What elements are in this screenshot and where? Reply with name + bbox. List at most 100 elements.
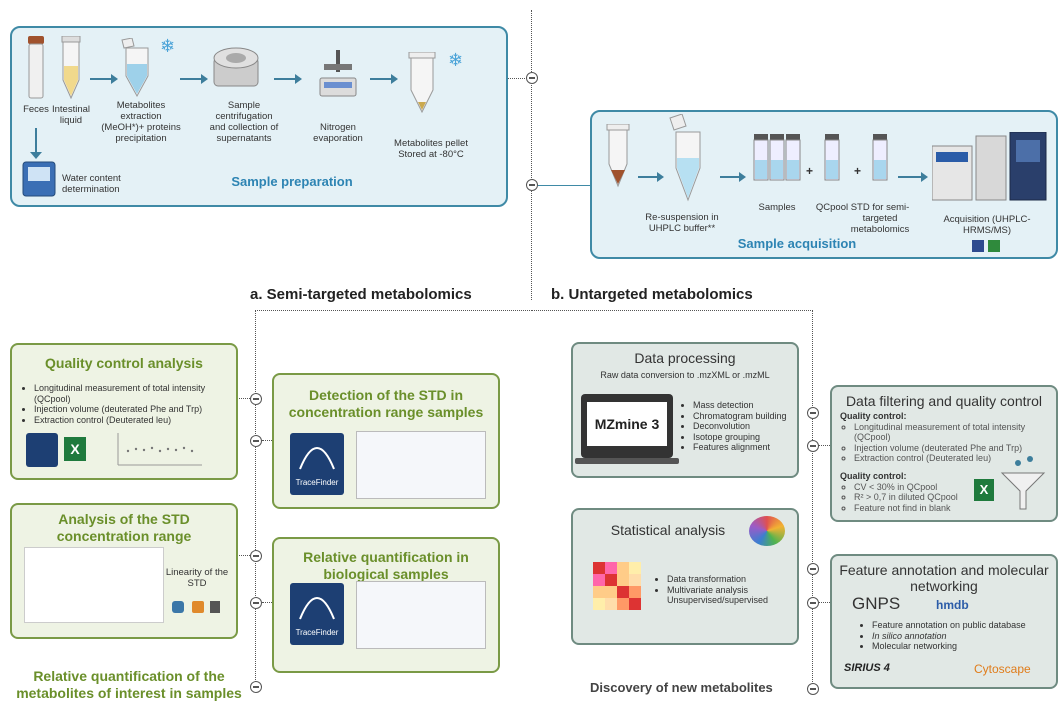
feature-annotation-list: Feature annotation on public database In… [860,620,1062,652]
tracefinder-name-2: TraceFinder [295,628,339,637]
plus-sign-2: + [854,164,862,178]
node-analysis [250,550,262,562]
dp-item: Isotope grouping [693,432,805,443]
relative-bottom-text: Relative quantification of the metabolit… [16,668,242,701]
sample-acquisition-box: Re-suspension in UHPLC buffer** Samples … [590,110,1058,259]
sample-preparation-box: Feces Intestinal liquid Water content de… [10,26,508,207]
python-icon [172,601,184,613]
pellet-tube-icon [408,52,436,114]
qc2-block: Quality control: CV < 30% in QCpool R² >… [840,471,990,513]
gnps-logo: GNPS [852,594,901,613]
intestinal-label: Intestinal liquid [51,104,91,126]
node-bottom-left [250,681,262,693]
arrow-1 [90,74,118,84]
extraction-label: Metabolites extraction (MeOH*)+ proteins… [101,100,181,144]
std-label: STD for semi-targeted metabolomics [850,202,910,235]
mzmine-logo: MZmine 3 [587,402,667,446]
nitrogen-label: Nitrogen evaporation [313,122,363,144]
node-qc [250,393,262,405]
feature-annotation-title: Feature annotation and molecular network… [839,562,1049,594]
calibration-grid-thumbnail [24,547,164,623]
tracefinder-screenshot-2 [356,581,486,649]
uhplc-instrument-icon [932,132,1047,201]
qc2-label: Quality control: [840,471,907,481]
centrifugation-label: Sample centrifugation and collection of … [209,100,279,144]
node-relative [250,597,262,609]
acq-arrow-2 [720,172,746,182]
std-vial-icon [872,134,888,181]
tracefinder-logo-2: TraceFinder [290,583,344,645]
dp-item: Deconvolution [693,421,805,432]
detection-std-box: Detection of the STD in concentration ra… [272,373,500,509]
nitrogen-evaporator-icon [319,50,357,97]
node-annotation [807,597,819,609]
dp-item: Chromatogram building [693,411,805,422]
acq-arrow-3 [898,172,928,182]
qc2-list: CV < 30% in QCpool R² > 0,7 in diluted Q… [840,482,990,514]
qcpool-vial-icon [824,134,840,181]
qc1-block: Quality control: Longitudinal measuremen… [840,411,1040,464]
left-top-hline [255,310,532,311]
data-processing-title: Data processing [634,350,736,366]
resuspension-pellet-icon [606,124,630,188]
snowflake-icon-2: ❄ [448,50,464,70]
cytoscape-logo: Cytoscape [974,662,1031,676]
arrow-down-head [30,152,42,159]
qc1-list: Longitudinal measurement of total intens… [840,422,1040,464]
qcpool-label: QCpool [815,202,849,213]
node-statistics [807,563,819,575]
snowflake-icon: ❄ [160,36,176,56]
tracefinder-logo-small [26,433,58,467]
excel-icon-2: X [974,479,994,501]
qc1-item: Longitudinal measurement of total intens… [854,422,1040,443]
stat-item: Data transformation [667,574,803,585]
data-processing-box: Data processing Raw data conversion to .… [571,342,799,478]
qc-scatter-thumbnail [117,433,202,466]
node-detection [250,435,262,447]
data-filtering-box: Data filtering and quality control Quali… [830,385,1058,522]
extraction-tube-icon [121,38,149,98]
data-processing-subtitle: Raw data conversion to .mzXML or .mzML [600,370,770,380]
qc-analysis-title: Quality control analysis [45,355,203,371]
right-spine [812,310,813,690]
data-filtering-title: Data filtering and quality control [845,393,1043,409]
acquisition-label: Acquisition (UHPLC-HRMS/MS) [943,214,1031,236]
top-connector-left [505,78,531,79]
conn-relative [262,602,272,603]
qc1-label: Quality control: [840,411,907,421]
laptop-icon: MZmine 3 [581,394,673,458]
detection-std-title: Detection of the STD in concentration ra… [288,387,484,420]
analysis-std-title: Analysis of the STD concentration range [56,511,192,544]
resuspension-label: Re-suspension in UHPLC buffer** [645,212,719,234]
tracefinder-name: TraceFinder [295,478,339,487]
section-b-title: b. Untargeted metabolomics [551,286,753,303]
xcalibur-icon [972,240,984,252]
metaboanalyst-icon [749,516,785,546]
fa-item: Molecular networking [872,641,1062,652]
fa-item: Feature annotation on public database [872,620,1062,631]
water-label: Water content determination [62,173,121,195]
center-dotted-spine [531,10,532,300]
qc-item: Extraction control (Deuterated leu) [34,415,244,426]
qc-item: Longitudinal measurement of total intens… [34,383,244,404]
discovery-text: Discovery of new metabolites [590,680,773,695]
software-icon [988,240,1000,252]
arrow-2 [180,74,208,84]
feces-tube-icon [28,36,44,99]
arrow-down [35,128,37,154]
arrow-3 [274,74,302,84]
samples-vials-icon [753,134,801,181]
node-sample-acq [526,179,538,191]
tracefinder-arc-icon [299,447,335,470]
dp-item: Mass detection [693,400,805,411]
right-top-hline [531,310,813,311]
qc-item: Injection volume (deuterated Phe and Trp… [34,404,244,415]
pellet-label: Metabolites pellet Stored at -80°C [394,138,468,160]
arrow-4 [370,74,398,84]
funnel-icon [1000,456,1046,510]
intestinal-tube-icon [61,36,81,100]
qc-analysis-list: Longitudinal measurement of total intens… [22,383,244,425]
qc1-item: Injection volume (deuterated Phe and Trp… [854,443,1040,454]
stats-icon [210,601,220,613]
relative-quant-title: Relative quantification in biological sa… [303,549,469,582]
